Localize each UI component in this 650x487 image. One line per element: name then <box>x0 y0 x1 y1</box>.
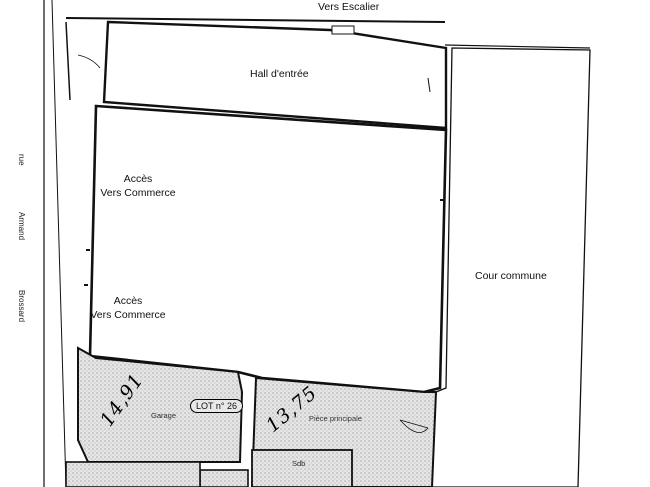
sdb-label: Sdb <box>292 459 306 468</box>
cour-commune-label: Cour commune <box>475 270 547 282</box>
acces-1-line2: Vers Commerce <box>100 187 176 199</box>
entrance-door <box>77 54 101 69</box>
acces-1-line1: Accès <box>123 173 153 185</box>
wall-tick-4 <box>427 77 431 93</box>
hall-room <box>102 20 448 130</box>
acces-commerce-label-2: Accès Vers Commerce <box>87 294 169 322</box>
piece-principale-label: Pièce principale <box>309 414 362 423</box>
entrance-wall <box>65 21 71 101</box>
door-leaf <box>399 419 429 429</box>
garage-room <box>77 346 244 463</box>
street-word-brossard: Brossard <box>17 290 26 323</box>
cour-commune-area <box>429 47 591 487</box>
lot-number-badge: LOT n° 26 <box>190 399 243 413</box>
top-right-boundary <box>444 44 591 49</box>
bottom-left-room <box>65 461 201 487</box>
hall-label: Hall d'entrée <box>250 68 309 80</box>
small-room-bottom <box>199 469 249 487</box>
acces-2-line2: Vers Commerce <box>90 309 166 321</box>
street-word-armand: Armand <box>17 212 26 241</box>
top-wall <box>65 17 446 23</box>
acces-commerce-label-1: Accès Vers Commerce <box>98 172 178 200</box>
commerce-room <box>88 104 448 394</box>
acces-2-line1: Accès <box>113 295 143 307</box>
vers-escalier-label: Vers Escalier <box>318 1 380 13</box>
garage-label: Garage <box>151 411 177 420</box>
street-word-rue: rue <box>17 154 26 166</box>
sdb-room <box>251 449 353 487</box>
hall-notch <box>331 25 355 35</box>
door-swing <box>399 419 429 433</box>
street-line-inner <box>51 0 67 487</box>
